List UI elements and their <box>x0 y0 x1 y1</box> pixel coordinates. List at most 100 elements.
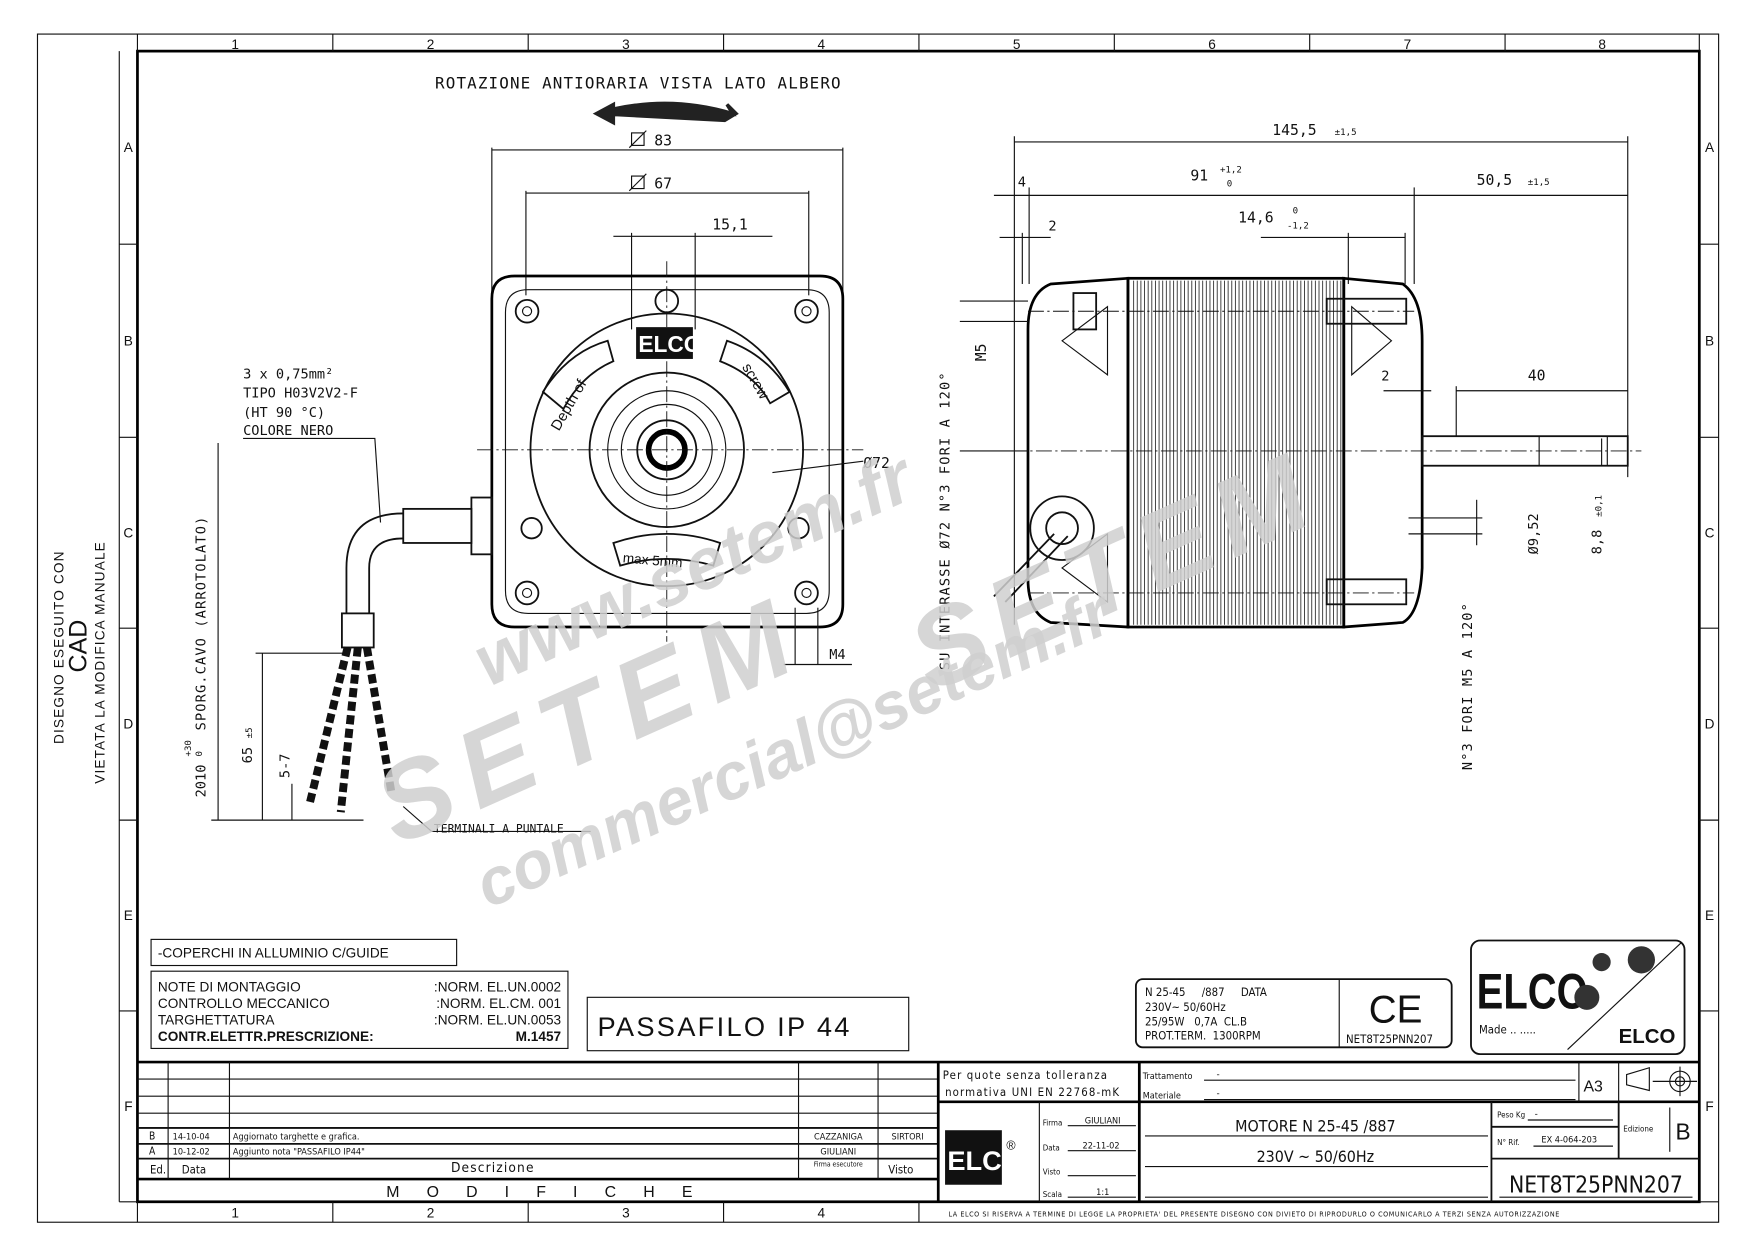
bottom-column-label: 4 <box>817 1206 825 1221</box>
svg-text:Scala: Scala <box>1043 1190 1062 1199</box>
cable-spec-4: COLORE NERO <box>243 423 333 439</box>
cad-note-line3: VIETATA LA MODIFICA MANUALE <box>93 541 108 784</box>
cable-spec-1: 3 x 0,75mm² <box>243 366 333 382</box>
row-label: E <box>1705 908 1714 923</box>
cad-note-line2: CAD <box>64 620 92 673</box>
terminals-label: TERMINALI A PUNTALE <box>434 822 564 836</box>
dim-4: 4 <box>1018 174 1026 190</box>
brand-logo-box <box>1470 939 1686 1056</box>
svg-text:Visto: Visto <box>1043 1168 1061 1177</box>
row-label: F <box>124 1099 132 1114</box>
dim-d72: Ø72 <box>863 455 890 472</box>
svg-text:230V~ 50/60Hz: 230V~ 50/60Hz <box>1145 1000 1226 1014</box>
front-view: 83 67 15,1 ELCO Depth of screw max 5mm <box>305 130 890 813</box>
cad-note-line1: DISEGNO ESEGUITO CON <box>52 550 67 744</box>
dim-50-5: 50,5 <box>1477 172 1513 189</box>
title-block: Per quote senza tolleranza normativa UNI… <box>938 1062 1700 1202</box>
svg-text:±5: ±5 <box>245 727 255 738</box>
svg-text:+30: +30 <box>184 740 194 756</box>
svg-text:Trattamento: Trattamento <box>1142 1072 1193 1082</box>
column-label: 6 <box>1208 37 1216 52</box>
revision-description: Aggiunto nota "PASSAFILO IP44" <box>233 1148 365 1158</box>
svg-text:normativa UNI EN 22768-mK: normativa UNI EN 22768-mK <box>945 1085 1120 1099</box>
svg-text:0: 0 <box>1227 179 1232 189</box>
row-label: C <box>123 525 133 540</box>
column-label: 7 <box>1404 37 1412 52</box>
svg-text:±1,5: ±1,5 <box>1528 178 1550 188</box>
row-label: D <box>123 717 133 732</box>
nameplate <box>1134 978 1453 1049</box>
drawing-title: MOTORE N 25-45 /887 <box>1235 1116 1395 1135</box>
covers-note: -COPERCHI IN ALLUMINIO C/GUIDE <box>158 946 389 961</box>
stator-laminations <box>1133 280 1342 625</box>
dim-2a: 2 <box>1048 219 1056 235</box>
row-label: B <box>124 333 133 348</box>
svg-text:Data: Data <box>1043 1144 1060 1153</box>
note-value: M.1457 <box>516 1029 561 1044</box>
revision-date: 10-12-02 <box>173 1148 210 1158</box>
svg-text:Firma esecutore: Firma esecutore <box>814 1161 863 1169</box>
cable-spec-2: TIPO H03V2V2-F <box>243 386 358 402</box>
cable-spec-3: (HT 90 °C) <box>243 405 325 421</box>
dim-m5: M5 <box>973 343 990 361</box>
elco-logo: ELCO <box>1477 963 1588 1019</box>
note-value: :NORM. EL.CM. 001 <box>436 996 561 1011</box>
svg-text:N° Rif.: N° Rif. <box>1497 1138 1519 1147</box>
svg-text:Materiale: Materiale <box>1143 1091 1181 1101</box>
rotation-note: ROTAZIONE ANTIORARIA VISTA LATO ALBERO <box>435 74 842 93</box>
bottom-column-label: 1 <box>231 1206 239 1221</box>
note-label: CONTR.ELETTR.PRESCRIZIONE: <box>158 1029 374 1044</box>
svg-text:ELCO: ELCO <box>947 1145 1023 1176</box>
note-value: :NORM. EL.UN.0002 <box>434 980 561 995</box>
row-label: A <box>1705 140 1715 155</box>
watermark: www.setem.fr SETEM SETEM commercial@sete… <box>358 428 1337 922</box>
svg-text:25/95W 0,7A CL.B: 25/95W 0,7A CL.B <box>1145 1015 1247 1029</box>
bottom-column-label: 3 <box>622 1206 630 1221</box>
svg-text:±1,5: ±1,5 <box>1335 128 1357 138</box>
svg-text:-: - <box>1215 1089 1220 1099</box>
column-label: 5 <box>1013 37 1021 52</box>
column-label: 4 <box>817 37 825 52</box>
firma-value: GIULIANI <box>1085 1116 1121 1126</box>
holes-note: SU INTERASSE Ø72 N°3 FORI A 120° <box>938 371 954 670</box>
scale-value: 1:1 <box>1096 1188 1109 1198</box>
row-label: E <box>124 908 133 923</box>
front-elco-logo <box>636 327 693 359</box>
revision-edition: A <box>149 1147 156 1158</box>
assembly-notes: NOTE DI MONTAGGIO:NORM. EL.UN.0002CONTRO… <box>158 980 561 1044</box>
revision-description: Aggiornato targhette e grafica. <box>233 1132 360 1142</box>
svg-text:Firma: Firma <box>1043 1119 1063 1128</box>
svg-text:Ed.: Ed. <box>150 1162 166 1176</box>
cable-length: 2010 <box>194 765 210 798</box>
svg-text:Descrizione: Descrizione <box>451 1160 535 1176</box>
svg-text:Data: Data <box>182 1162 206 1176</box>
depth-label: Depth of <box>548 377 590 434</box>
dim-total: 145,5 <box>1272 122 1316 139</box>
dim-2b: 2 <box>1381 369 1389 385</box>
holes-m5-note: N°3 FORI M5 A 120° <box>1460 602 1476 770</box>
svg-text:0: 0 <box>195 751 205 756</box>
svg-text:Peso Kg: Peso Kg <box>1497 1111 1525 1120</box>
drawing-code: NET8T25PNN207 <box>1509 1173 1683 1199</box>
svg-text:±0,1: ±0,1 <box>1595 495 1605 517</box>
note-value: :NORM. EL.UN.0053 <box>434 1013 561 1028</box>
rotation-arrow-icon <box>592 101 739 126</box>
column-label: 3 <box>622 37 630 52</box>
passafilo-note: PASSAFILO IP 44 <box>597 1011 851 1042</box>
dim-67: 67 <box>654 176 672 193</box>
svg-text:NET8T25PNN207: NET8T25PNN207 <box>1346 1032 1433 1046</box>
copyright-notice: LA ELCO SI RISERVA A TERMINE DI LEGGE LA… <box>948 1210 1559 1219</box>
edition-value: B <box>1675 1118 1690 1144</box>
svg-text:-1,2: -1,2 <box>1287 221 1309 231</box>
row-label: D <box>1705 717 1715 732</box>
max-depth-label: max 5mm <box>622 550 683 570</box>
svg-text:Per quote senza tolleranza: Per quote senza tolleranza <box>943 1068 1108 1082</box>
revision-approved-by: SIRTORI <box>892 1132 924 1142</box>
ce-mark: CE <box>1369 988 1423 1031</box>
revision-edition: B <box>149 1131 155 1142</box>
reference-number: EX 4-064-203 <box>1541 1136 1597 1146</box>
svg-text:0: 0 <box>1293 207 1298 217</box>
